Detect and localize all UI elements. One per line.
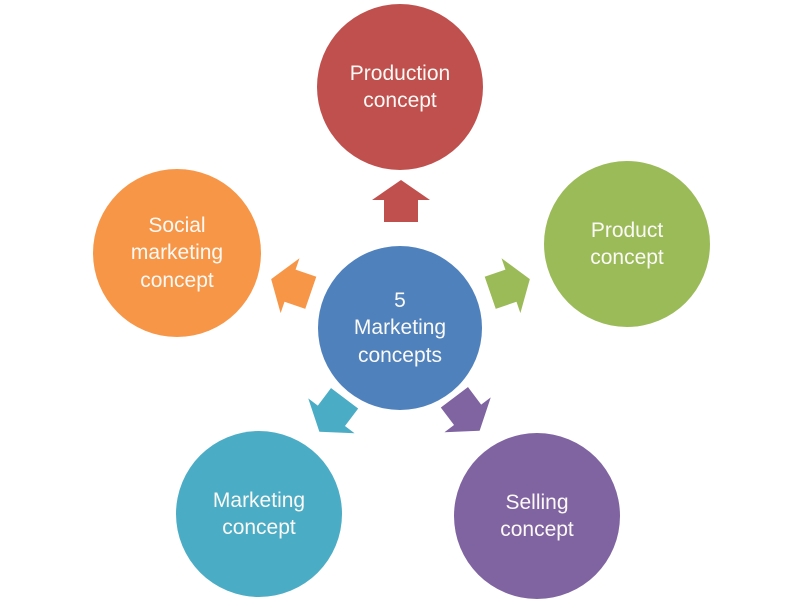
circle-product-concept: Product concept xyxy=(544,161,710,327)
up-arrow-icon xyxy=(372,180,430,222)
up-arrow-shape xyxy=(372,180,430,222)
upper-left-arrow-icon xyxy=(271,258,317,314)
lower-right-arrow-shape xyxy=(440,386,491,433)
upper-right-arrow-shape xyxy=(484,258,530,314)
circle-marketing-concept: Marketing concept xyxy=(176,431,342,597)
circle-center-hub: 5 Marketing concepts xyxy=(318,246,482,410)
upper-left-arrow-shape xyxy=(271,258,317,314)
lower-left-arrow-icon xyxy=(308,387,359,434)
lower-right-arrow-icon xyxy=(440,386,491,433)
lower-left-arrow-shape xyxy=(308,387,359,434)
circle-social-marketing-concept: Social marketing concept xyxy=(93,169,261,337)
upper-right-arrow-icon xyxy=(484,258,530,314)
circle-production-concept: Production concept xyxy=(317,4,483,170)
circle-selling-concept: Selling concept xyxy=(454,433,620,599)
